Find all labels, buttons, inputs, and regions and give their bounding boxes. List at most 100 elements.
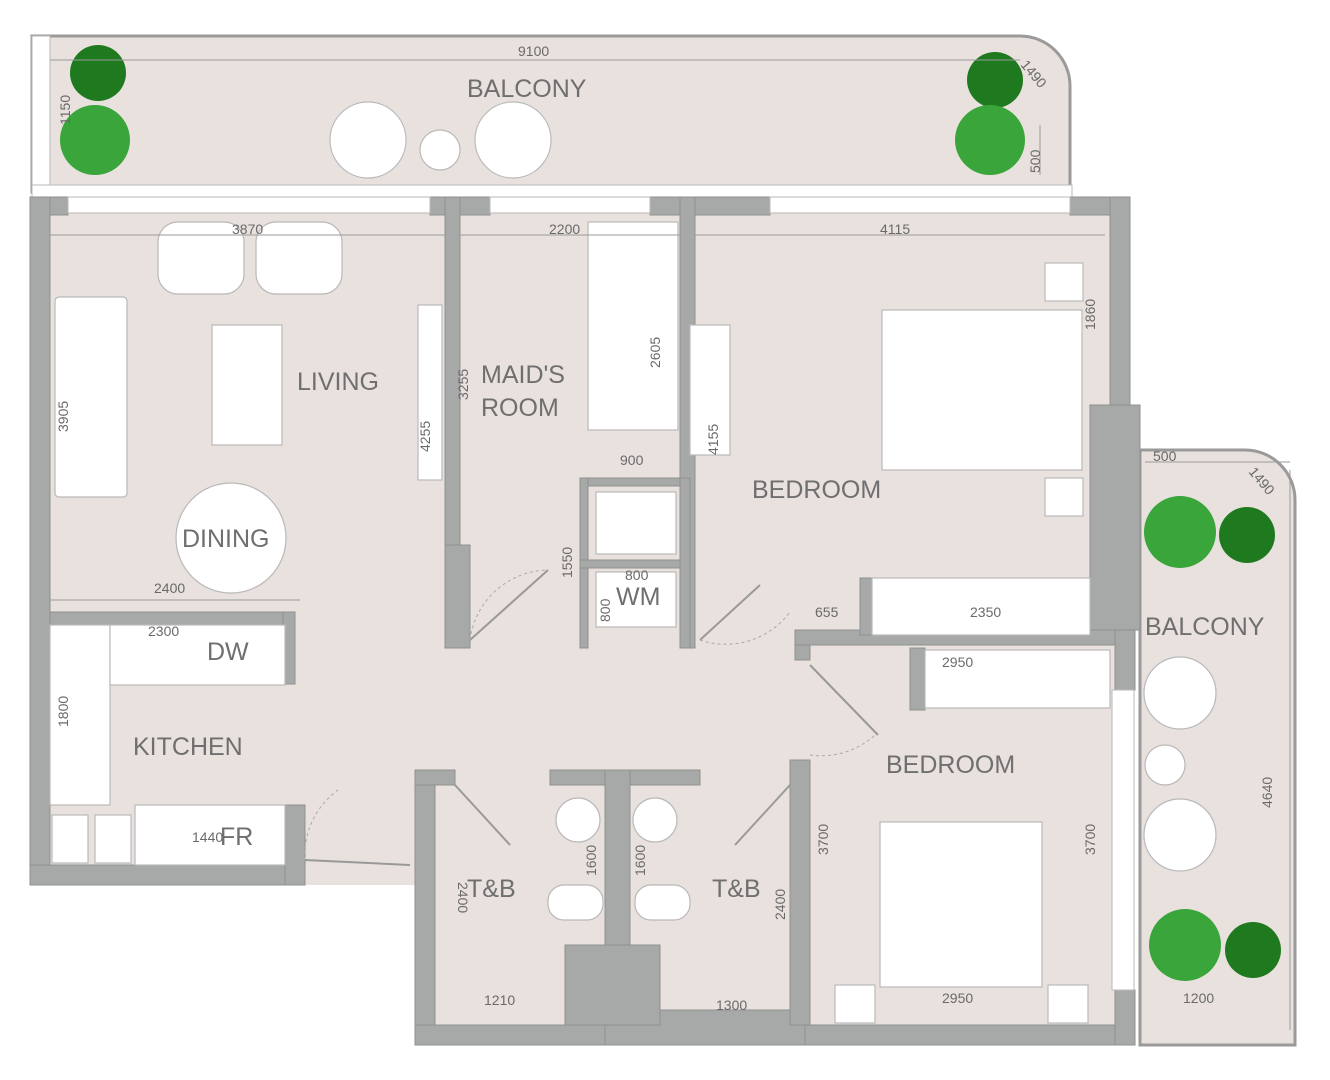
window-bedroom xyxy=(769,196,1071,214)
room-label-maids-room: MAID'S xyxy=(481,361,565,389)
walls xyxy=(29,196,1141,1046)
dim-bedroom-depth: 4155 xyxy=(705,424,721,455)
wardrobe-2 xyxy=(924,649,1111,709)
plant-icon xyxy=(70,45,126,101)
sofa xyxy=(54,296,128,498)
label-fridge: FR xyxy=(220,823,253,851)
dim-kitchen-counter: 2300 xyxy=(148,623,179,639)
dim-tb-right-depth: 2400 xyxy=(772,889,788,920)
dim-tb-left-depth: 2400 xyxy=(455,882,471,913)
balcony-chair xyxy=(1143,798,1217,872)
tv-unit xyxy=(417,304,443,481)
balcony-chair xyxy=(1143,656,1217,730)
plant-icon xyxy=(60,105,130,175)
dim-balcony2-top: 500 xyxy=(1153,448,1177,464)
dim-maid-depth: 3255 xyxy=(455,369,471,400)
room-label-dining: DINING xyxy=(182,525,270,553)
coffee-table xyxy=(211,324,283,446)
room-label-living: LIVING xyxy=(297,368,379,396)
room-label-tb-right: T&B xyxy=(712,875,761,903)
dim-wardrobe-1: 2350 xyxy=(970,604,1001,620)
cabinet xyxy=(94,814,132,864)
room-label-balcony-right: BALCONY xyxy=(1145,613,1265,641)
bed-main xyxy=(881,309,1083,471)
nightstand xyxy=(1044,262,1084,302)
balcony-table xyxy=(1144,744,1186,786)
dim-dining-width: 2400 xyxy=(154,580,185,596)
label-washing-machine: WM xyxy=(616,583,660,611)
room-label-bedroom-second: BEDROOM xyxy=(886,751,1015,779)
dim-balcony2-width: 1200 xyxy=(1183,990,1214,1006)
dim-bedroom2-left: 3700 xyxy=(815,824,831,855)
toilet xyxy=(547,884,604,921)
balcony-chair xyxy=(329,101,407,179)
room-label-balcony-top: BALCONY xyxy=(467,75,587,103)
toilet xyxy=(634,884,691,921)
dimension-lines xyxy=(50,59,1291,1030)
kitchen-counter-top xyxy=(109,624,286,686)
dim-wm-depth: 800 xyxy=(597,598,613,622)
desk xyxy=(689,324,731,456)
sink xyxy=(555,797,601,843)
dim-vanity-left: 1600 xyxy=(583,845,599,876)
dim-bedroom-wall: 1860 xyxy=(1082,299,1098,330)
dim-wardrobe-2: 2950 xyxy=(942,654,973,670)
doors xyxy=(304,569,879,866)
balcony-right-floor xyxy=(1138,448,1297,1047)
plant-icon xyxy=(1144,496,1216,568)
dim-maid-width: 2200 xyxy=(549,221,580,237)
label-dishwasher: DW xyxy=(207,638,249,666)
dim-tb-left-width: 1210 xyxy=(484,992,515,1008)
dim-living-depth: 3905 xyxy=(55,401,71,432)
dim-closet-width: 900 xyxy=(620,452,644,468)
room-label-tb-left: T&B xyxy=(467,875,516,903)
plant-icon xyxy=(1149,909,1221,981)
balcony-chair xyxy=(474,101,552,179)
washing-machine xyxy=(595,571,677,628)
kitchen-counter-left xyxy=(49,624,111,806)
dim-bedroom2-width: 2950 xyxy=(942,990,973,1006)
cabinet xyxy=(51,814,89,864)
window-maid xyxy=(489,196,651,214)
dining-table xyxy=(175,482,287,594)
nightstand xyxy=(1047,984,1089,1024)
dim-wardrobe-gap: 655 xyxy=(815,604,839,620)
dim-kitchen-depth: 1800 xyxy=(55,696,71,727)
dim-balcony-width: 9100 xyxy=(518,43,549,59)
dim-living-width: 3870 xyxy=(232,221,263,237)
balcony-top-floor xyxy=(30,34,1072,194)
balcony-table xyxy=(419,129,461,171)
bed-second xyxy=(879,821,1043,988)
dim-bedroom-width: 4115 xyxy=(880,221,910,237)
plant-icon xyxy=(955,105,1025,175)
window-living xyxy=(67,196,431,214)
dim-bedroom2-right: 3700 xyxy=(1082,824,1098,855)
nightstand xyxy=(1044,477,1084,517)
wardrobe-1 xyxy=(871,577,1091,636)
armchair xyxy=(157,221,245,295)
dim-balcony-depth-right: 500 xyxy=(1027,149,1043,173)
dim-tv-wall: 4255 xyxy=(417,421,433,452)
dim-tb-right-width: 1300 xyxy=(716,997,747,1013)
room-label-bedroom-main: BEDROOM xyxy=(752,476,881,504)
closet xyxy=(595,491,677,555)
window-bedroom2 xyxy=(1111,689,1135,991)
dim-vanity-right: 1600 xyxy=(632,845,648,876)
armchair xyxy=(255,221,343,295)
dim-wm-width: 800 xyxy=(625,567,649,583)
kitchen-counter-bottom xyxy=(134,804,286,866)
maid-bed xyxy=(587,221,679,431)
plants xyxy=(60,45,1281,981)
balcony-threshold xyxy=(31,184,1073,198)
furniture xyxy=(49,101,1217,1024)
dim-closet-depth: 1550 xyxy=(559,547,575,578)
dim-fridge-counter: 1440 xyxy=(192,829,223,845)
plant-icon xyxy=(1225,922,1281,978)
dim-balcony2-depth: 4640 xyxy=(1259,777,1275,808)
plant-icon xyxy=(967,52,1023,108)
dim-balcony-depth-left: 1150 xyxy=(57,95,73,125)
room-label-maids-room-2: ROOM xyxy=(481,394,559,422)
nightstand xyxy=(834,984,876,1024)
room-label-kitchen: KITCHEN xyxy=(133,733,243,761)
